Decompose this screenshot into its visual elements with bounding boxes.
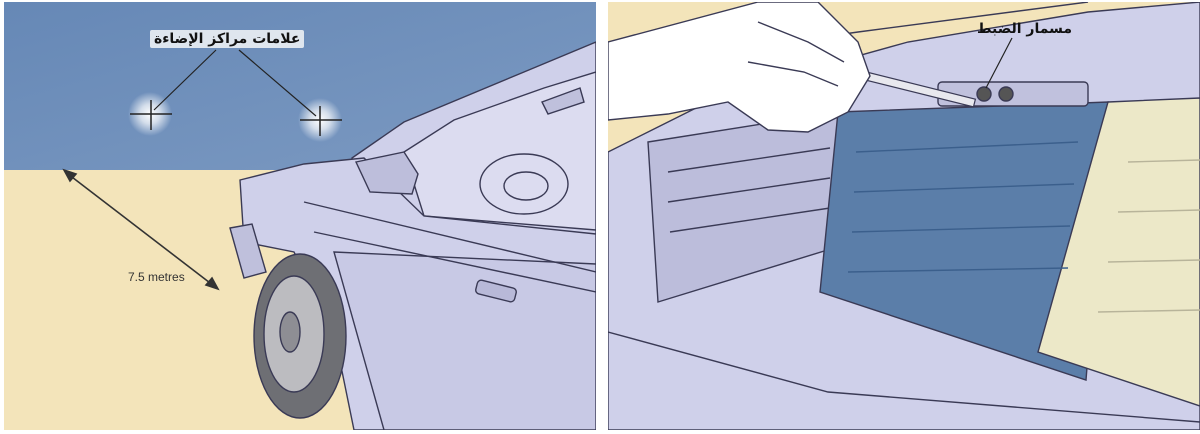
headlamp-adjustment-illustration-right: مسمار الضبط (608, 2, 1200, 430)
right-beam-centre-mark (298, 98, 342, 142)
adjusting-screw-label: مسمار الضبط (977, 21, 1072, 37)
front-wheel (254, 254, 346, 418)
distance-label: 7.5 metres (128, 270, 185, 284)
car-and-wall-drawing (4, 2, 596, 430)
headlamp-centre-marks-label: علامات مراكز الإضاءة (150, 30, 304, 48)
headlamp-aiming-illustration-left: علامات مراكز الإضاءة 7.5 metres (4, 2, 596, 430)
headlamp-adjust-drawing (608, 2, 1200, 430)
